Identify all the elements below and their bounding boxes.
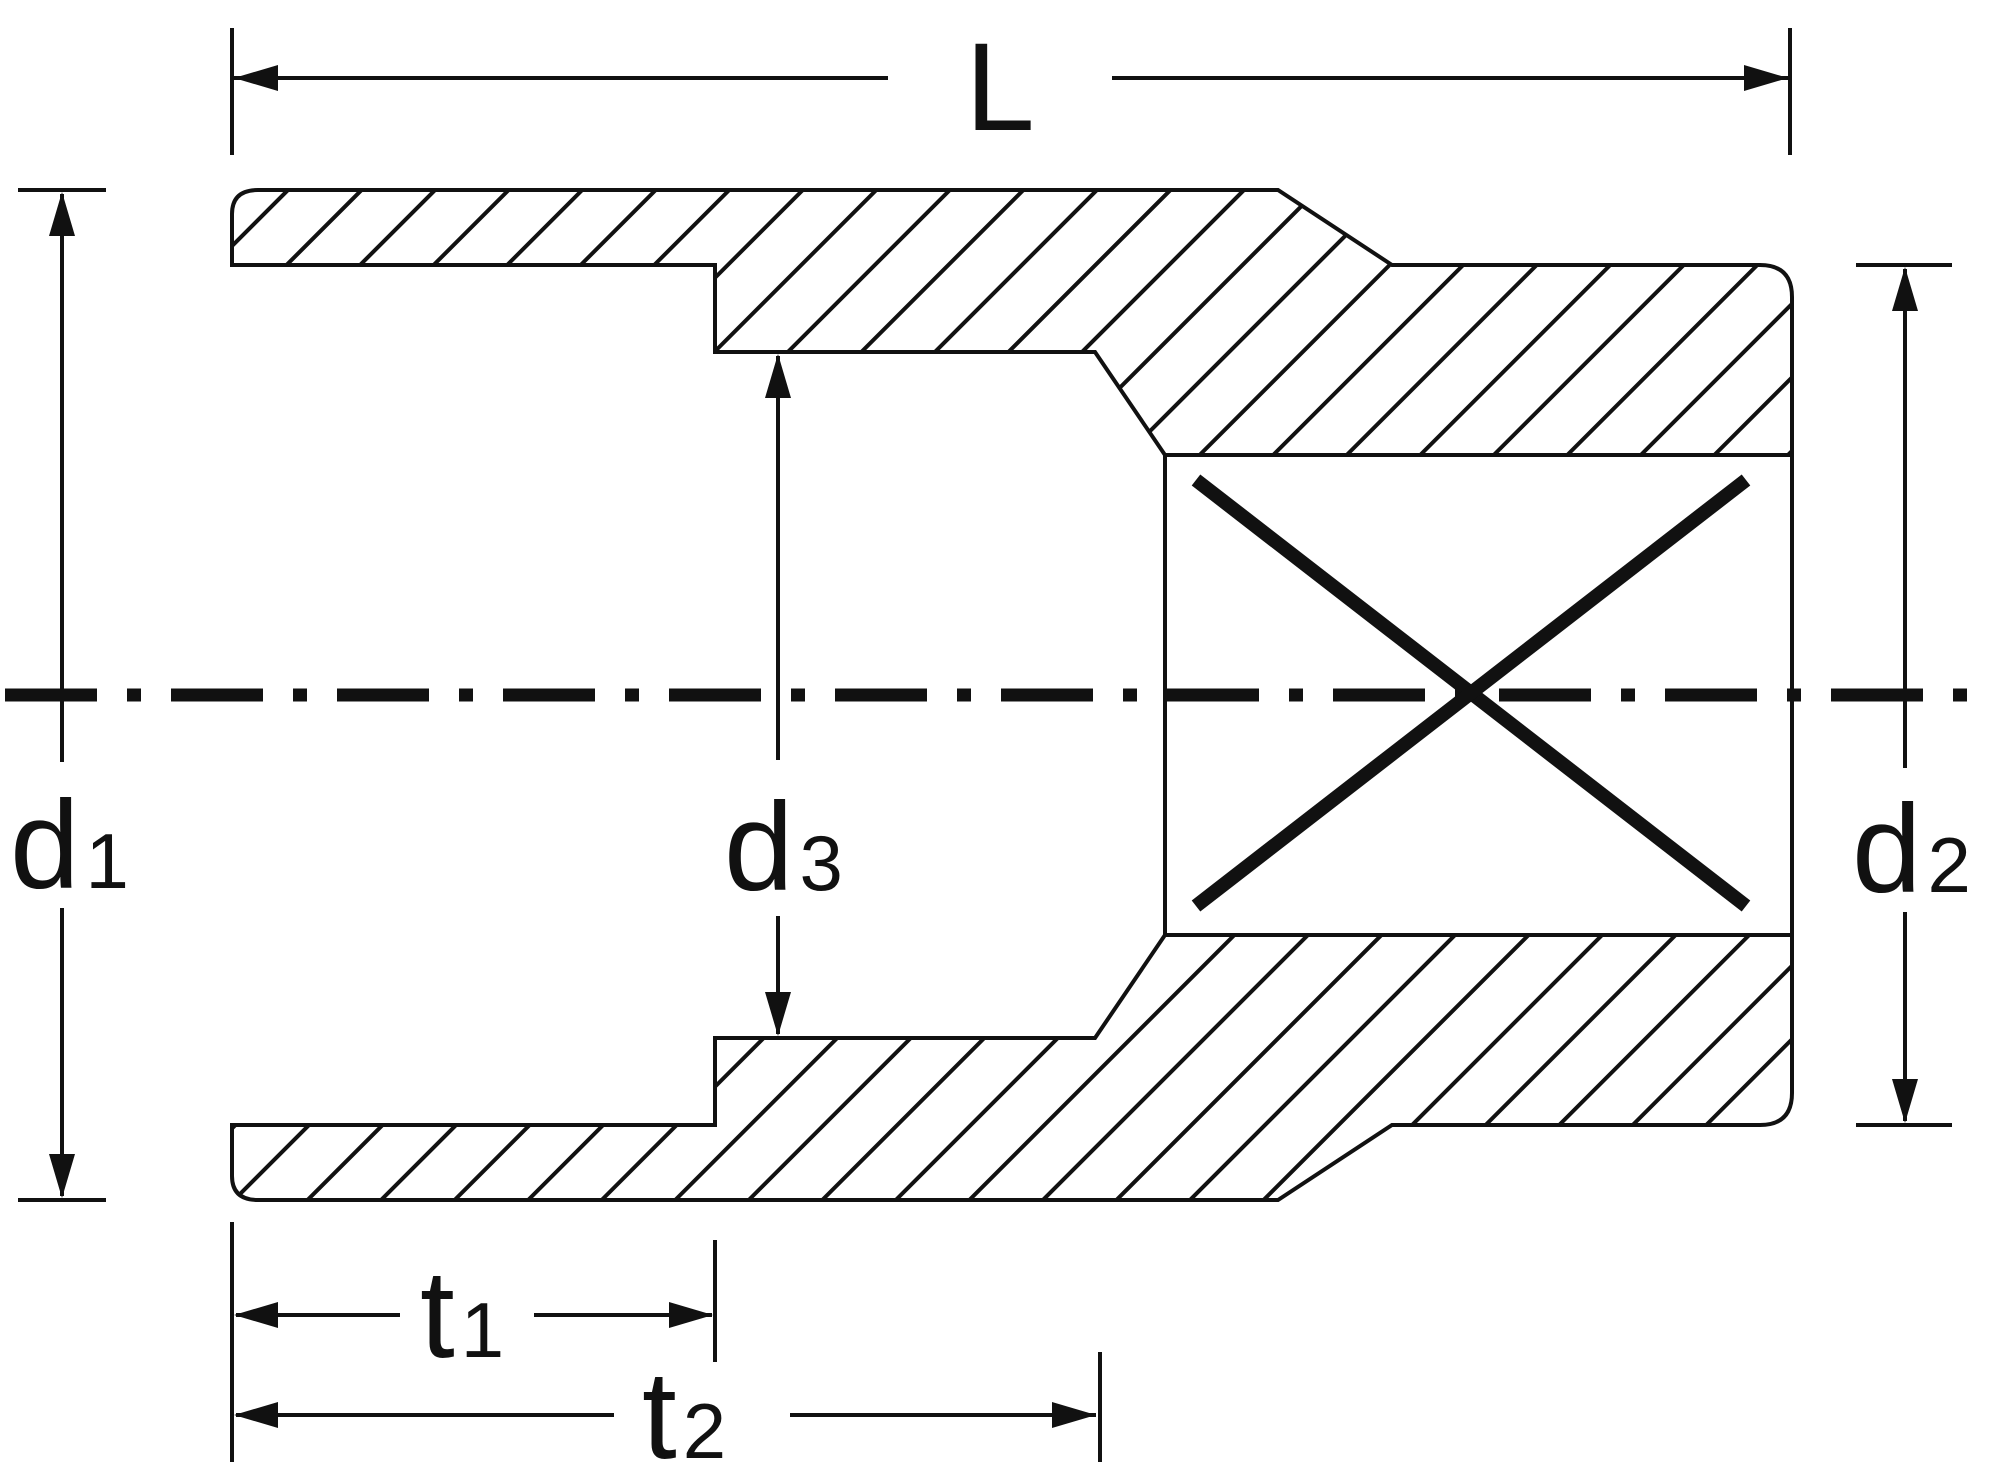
dim-t1-arrow-right-icon bbox=[669, 1302, 713, 1328]
dim-d1: d1 bbox=[10, 188, 129, 1202]
dim-length-arrow-left-icon bbox=[234, 65, 278, 91]
dim-t2-arrow-right-icon bbox=[1052, 1402, 1096, 1428]
dim-d3-label: d3 bbox=[724, 778, 843, 917]
dim-length-arrow-right-icon bbox=[1744, 65, 1788, 91]
square-drive-x-mark-line-2 bbox=[1191, 474, 1751, 912]
dim-d1-arrow-top-icon bbox=[49, 192, 75, 236]
dim-d2-arrow-bottom-icon bbox=[1892, 1079, 1918, 1123]
dim-d2: d2 bbox=[1852, 263, 1971, 1127]
dim-t1-arrow-left-icon bbox=[234, 1302, 278, 1328]
dim-t2: t2 bbox=[234, 1346, 1102, 1482]
dim-d1-arrow-bottom-icon bbox=[49, 1154, 75, 1198]
dim-d2-arrow-top-icon bbox=[1892, 267, 1918, 311]
dim-t2-label: t2 bbox=[642, 1346, 726, 1482]
dim-d1-label: d1 bbox=[10, 776, 129, 915]
dim-d3-arrow-top-icon bbox=[765, 354, 791, 398]
dim-t1-label: t1 bbox=[420, 1245, 504, 1384]
socket-upper-wall-section bbox=[230, 188, 1794, 457]
socket-lower-wall-section bbox=[230, 933, 1794, 1202]
dim-d3-arrow-bottom-icon bbox=[765, 992, 791, 1036]
dim-d2-label: d2 bbox=[1852, 780, 1971, 919]
dim-t2-arrow-left-icon bbox=[234, 1402, 278, 1428]
dim-length: L bbox=[230, 18, 1792, 157]
dim-d3: d3 bbox=[724, 354, 843, 1036]
dim-length-label: L bbox=[965, 18, 1035, 157]
dim-t1: t1 bbox=[230, 1222, 717, 1462]
